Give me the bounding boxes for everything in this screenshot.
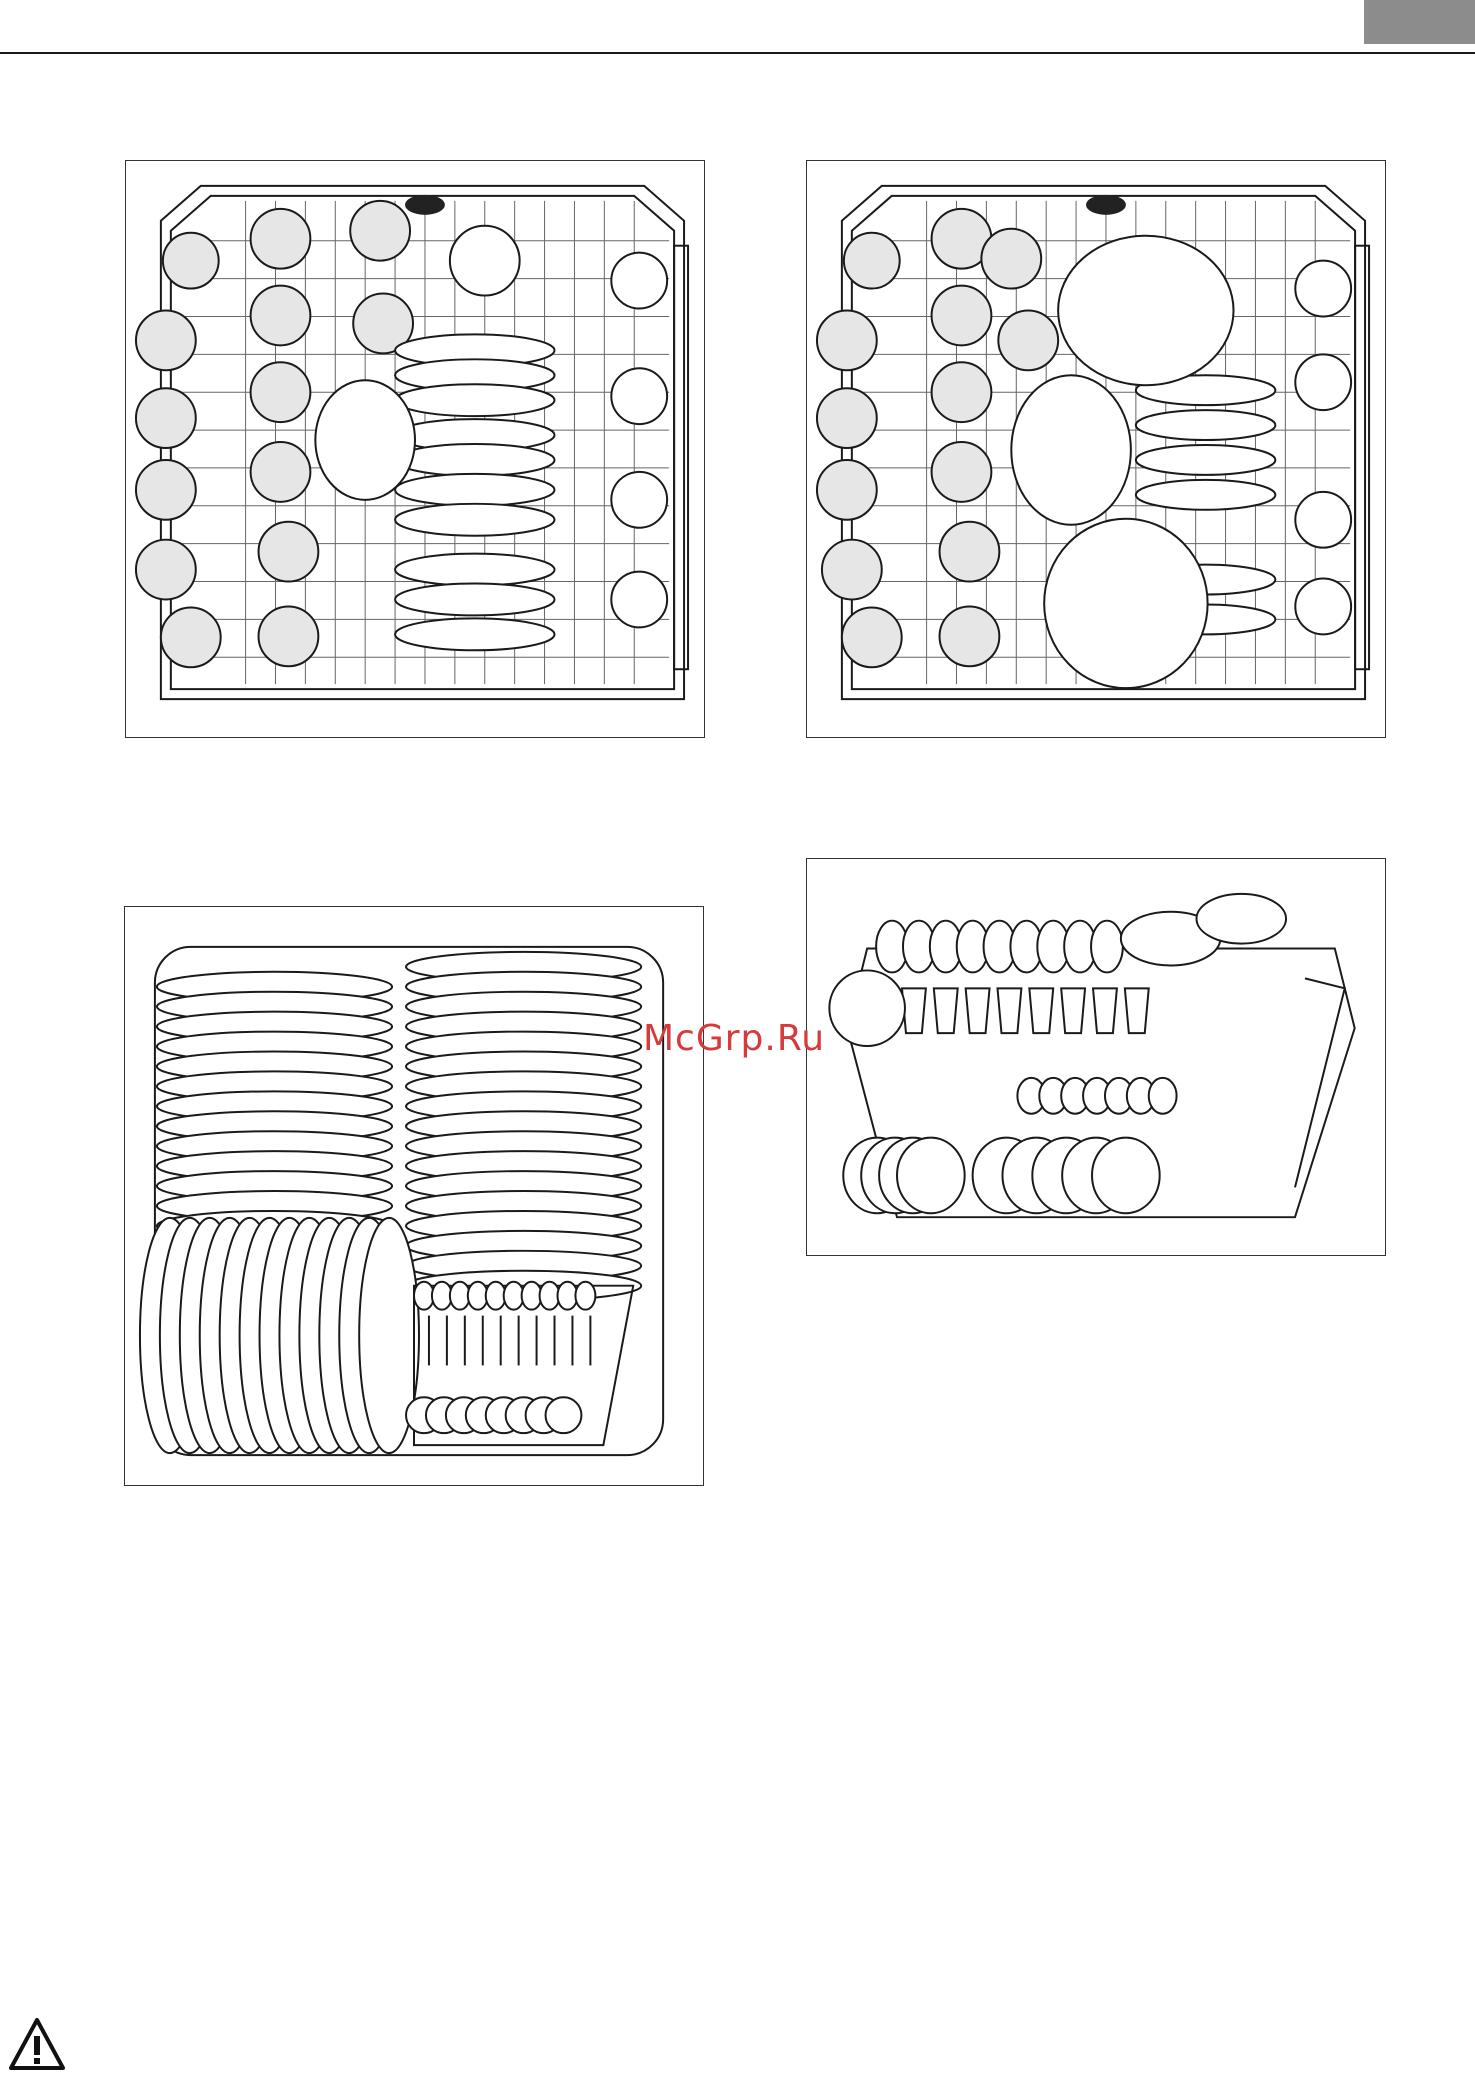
plates-stack-front bbox=[140, 1218, 419, 1453]
upper-basket-illustration-1 bbox=[126, 161, 704, 737]
plates-stack bbox=[395, 334, 554, 650]
figure-upper-basket-cups-bowls bbox=[806, 160, 1386, 738]
header-tab bbox=[1364, 0, 1475, 44]
cutlery-basket-illustration bbox=[807, 859, 1385, 1255]
plates-stack-right bbox=[406, 952, 641, 1301]
warning-triangle-icon bbox=[8, 2016, 66, 2074]
upper-basket-illustration-2 bbox=[807, 161, 1385, 737]
spoons-row bbox=[876, 921, 1123, 973]
forks-row bbox=[902, 988, 1149, 1033]
figure-lower-basket bbox=[124, 906, 704, 1486]
spoons-row-low bbox=[1017, 1078, 1176, 1114]
header-rule bbox=[0, 52, 1475, 54]
watermark: McGrp.Ru bbox=[643, 1018, 825, 1059]
figure-cutlery-basket bbox=[806, 858, 1386, 1256]
cutlery-small bbox=[406, 1282, 595, 1433]
lower-basket-illustration bbox=[125, 907, 703, 1485]
spoons-front bbox=[843, 1138, 1159, 1214]
figure-upper-basket-cups-plates bbox=[125, 160, 705, 738]
cups-right bbox=[611, 253, 667, 628]
